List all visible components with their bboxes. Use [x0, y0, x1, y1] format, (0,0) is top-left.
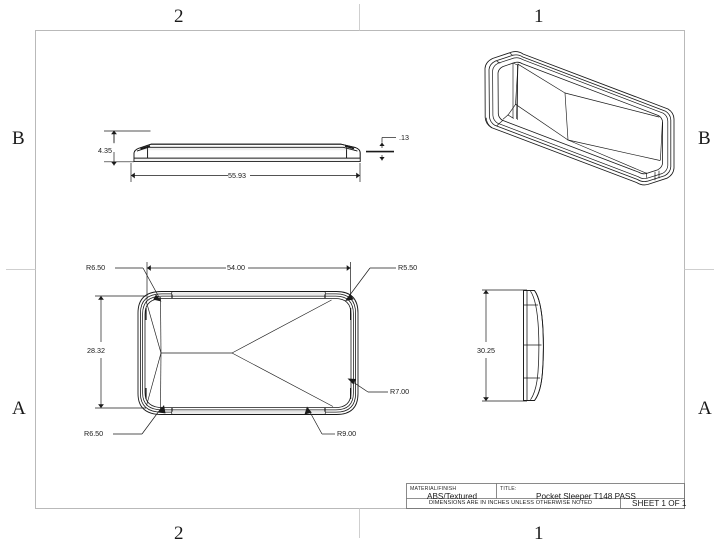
leader-r7-00 — [347, 378, 388, 393]
title-block-frame — [406, 483, 685, 509]
dim-label-length: 55.93 — [228, 171, 246, 180]
title-value: Pocket Sleeper T148 PASS — [536, 492, 636, 501]
zone-label-left-a: A — [12, 398, 27, 419]
leader-r5-50 — [345, 267, 396, 301]
leader-r6-50-bottom — [113, 405, 166, 435]
zone-label-right-b: B — [698, 128, 712, 149]
dim-0-13 — [366, 137, 396, 161]
front-elevation-geometry — [133, 143, 361, 163]
dim-55-93 — [130, 163, 361, 182]
dim-label-radius-top-right: R5.50 — [398, 263, 418, 272]
plan-view-geometry — [137, 291, 359, 415]
dim-label-radius-bottom-left: R6.50 — [84, 429, 104, 438]
dim-label-thickness: 4.35 — [98, 146, 112, 155]
zone-label-bottom-1: 1 — [534, 523, 544, 544]
leader-r9-00 — [304, 406, 335, 435]
dim-label-side-height: 30.25 — [477, 346, 495, 355]
zone-label-right-a: A — [698, 398, 713, 419]
dim-label-radius-bottom-right: R7.00 — [390, 387, 410, 396]
zone-label-top-2: 2 — [174, 6, 184, 27]
dim-label-radius-bottom-mid: R9.00 — [337, 429, 357, 438]
dim-label-plan-width: 54.00 — [227, 263, 245, 272]
material-finish-caption: MATERIAL/FINISH — [410, 486, 457, 492]
dim-30-25 — [482, 289, 527, 402]
dim-4-35 — [104, 130, 151, 166]
material-finish-value: ABS/Textured — [427, 492, 478, 501]
side-elevation-geometry — [523, 290, 544, 401]
sheet-border — [6, 4, 714, 538]
leader-r6-50-top — [115, 267, 162, 302]
zone-label-top-1: 1 — [534, 6, 544, 27]
dim-label-radius-top-left: R6.50 — [86, 263, 106, 272]
dim-label-plan-height: 28.32 — [87, 346, 105, 355]
isometric-geometry — [484, 51, 675, 186]
sheet-number: SHEET 1 OF 1 — [632, 499, 687, 508]
zone-label-left-b: B — [12, 128, 26, 149]
dimension-note: DIMENSIONS ARE IN INCHES UNLESS OTHERWIS… — [429, 500, 593, 506]
dim-label-lip-thickness: .13 — [399, 133, 409, 142]
title-caption: TITLE: — [500, 486, 517, 492]
dim-28-32 — [95, 295, 146, 409]
zone-label-bottom-2: 2 — [174, 523, 184, 544]
